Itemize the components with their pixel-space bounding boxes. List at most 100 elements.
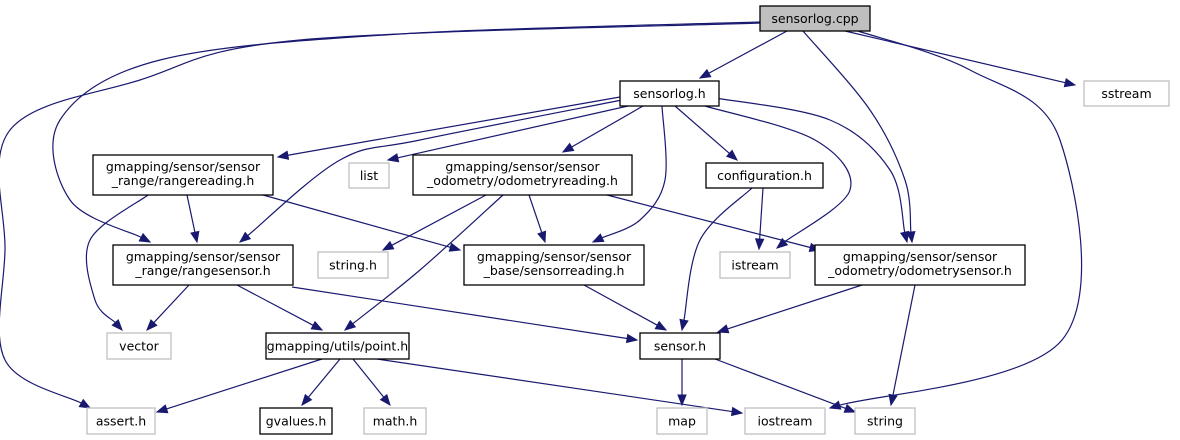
node-box [639,332,721,360]
node-label: math.h [373,414,418,429]
node-string-h[interactable]: string.h [317,251,389,279]
node-gvalues-h[interactable]: gvalues.h [259,407,333,435]
node-istream[interactable]: istream [719,251,791,279]
arrowhead-icon [138,232,152,243]
edge-sensorlog_h-to-rangereading_h [276,96,621,160]
node-label: gmapping/sensor/sensor [477,249,632,264]
node-math-h[interactable]: math.h [363,407,427,435]
edge-sensorlog_h-to-istream [704,105,852,249]
node-label: _range/rangereading.h [111,173,255,188]
node-odometryreading-h[interactable]: gmapping/sensor/sensor_odometry/odometry… [412,154,633,196]
node-string[interactable]: string [854,407,916,435]
node-label: iostream [758,414,813,429]
arrowhead-icon [379,393,391,407]
edge-sensorlog_cpp-to-rangesensor_h [52,21,761,243]
node-box [92,154,274,196]
node-box [112,244,294,286]
edge-rangereading_h-to-vector [85,194,149,332]
edge-line [236,284,314,326]
edge-odometryreading_h-to-sensorreading_h [528,194,547,244]
node-map[interactable]: map [656,407,708,435]
edge-line [714,358,846,410]
node-box [744,407,826,435]
node-assert-h[interactable]: assert.h [86,407,156,435]
node-sstream[interactable]: sstream [1083,80,1170,107]
node-box [705,162,824,189]
edge-line [352,194,504,325]
node-box [1083,80,1170,107]
arrowhead-icon [146,319,158,331]
arrowhead-icon [381,240,395,251]
edge-point_h-to-assert_h [155,358,323,414]
arrowhead-icon [301,393,313,407]
node-box [106,332,172,360]
edge-sensorlog_cpp-to-sstream [844,30,1077,88]
node-box [656,407,708,435]
edge-line [674,105,730,154]
node-point-h[interactable]: gmapping/utils/point.h [265,332,410,360]
node-label: _base/sensorreading.h [483,263,625,278]
node-label: sensorlog.h [633,86,705,101]
node-list[interactable]: list [348,162,390,189]
arrowhead-icon [677,394,687,407]
edge-rangesensor_h-to-point_h [236,284,324,331]
arrowhead-icon [591,233,605,243]
node-sensor-h[interactable]: sensor.h [639,332,721,360]
node-vector[interactable]: vector [106,332,172,360]
node-box [759,5,871,32]
arrowhead-icon [698,68,712,79]
node-sensorlog-h[interactable]: sensorlog.h [619,80,720,107]
edge-sensorlog_h-to-list [386,105,629,163]
node-label: istream [731,258,778,273]
arrowhead-icon [111,319,123,332]
edge-line [715,97,906,233]
arrowhead-icon [238,231,252,243]
edge-sensorlog_cpp-to-odometrysensor_h [802,30,916,244]
node-label: sensor.h [654,339,706,354]
edge-point_h-to-math_h [352,358,391,407]
edge-line [352,358,385,398]
node-label: sstream [1101,86,1151,101]
edge-line [839,30,1083,406]
arrowhead-icon [276,150,290,160]
arrowhead-icon [190,230,200,244]
node-label: gvalues.h [266,414,327,429]
node-sensorlog-cpp[interactable]: sensorlog.cpp [759,5,871,32]
node-box [317,251,389,279]
node-configuration-h[interactable]: configuration.h [705,162,824,189]
arrowhead-icon [310,320,324,331]
edge-line [759,187,764,240]
edge-sensor_h-to-string [714,358,857,413]
node-iostream[interactable]: iostream [744,407,826,435]
edge-line [601,105,667,239]
edge-rangereading_h-to-sensorreading_h [262,194,462,252]
arrowhead-icon [625,333,639,344]
edge-line [52,21,761,238]
arrowhead-icon [775,237,789,249]
arrowhead-icon [448,242,462,252]
node-label: gmapping/sensor/sensor [445,159,600,174]
edge-line [892,284,916,396]
node-box [363,407,427,435]
edge-sensorlog_h-to-odometryreading_h [561,105,644,153]
node-odometrysensor-h[interactable]: gmapping/sensor/sensor_odometry/odometry… [814,244,1026,286]
node-box [619,80,720,107]
edge-sensorlog_cpp-to-assert_h [0,22,761,409]
edge-line [287,96,621,156]
node-box [719,251,791,279]
edge-line [153,284,190,324]
arrowhead-icon [899,230,910,244]
edge-line [376,358,733,413]
node-label: _odometry/odometryreading.h [426,173,618,188]
node-sensorreading-h[interactable]: gmapping/sensor/sensor_base/sensorreadin… [463,244,645,286]
node-box [854,407,916,435]
node-rangereading-h[interactable]: gmapping/sensor/sensor_range/rangereadin… [92,154,274,196]
arrowhead-icon [386,153,400,163]
edge-line [583,284,658,326]
node-rangesensor-h[interactable]: gmapping/sensor/sensor_range/rangesensor… [112,244,294,286]
edge-point_h-to-gvalues_h [301,358,341,407]
edge-configuration_h-to-sensor_h [679,187,753,332]
edge-odometrysensor_h-to-string [888,284,916,407]
node-label: gmapping/sensor/sensor [843,249,998,264]
